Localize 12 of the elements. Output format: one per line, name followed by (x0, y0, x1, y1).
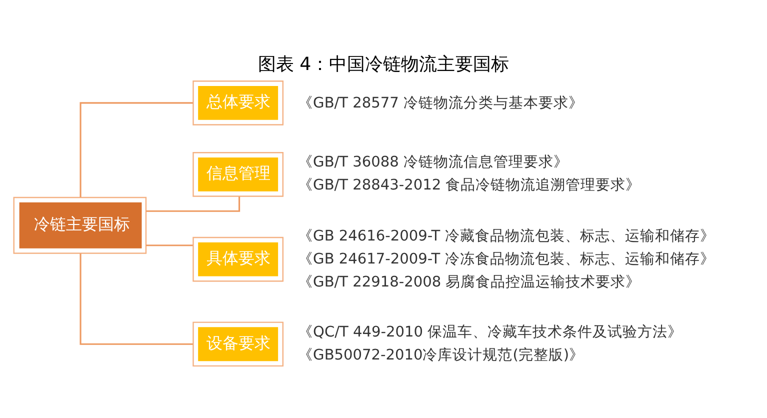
node-label: 《GB/T 22918-2008 易腐食品控温运输技术要求》 (298, 274, 641, 291)
connector (146, 244, 193, 246)
node-label: 《GB/T 28577 冷链物流分类与基本要求》 (298, 95, 584, 112)
diagram-title: 图表 4：中国冷链物流主要国标 (258, 54, 510, 76)
node-label: 《GB 24616-2009-T 冷藏食品物流包装、标志、运输和储存》 (298, 228, 715, 245)
node-label: 《GB/T 28843-2012 食品冷链物流追溯管理要求》 (298, 178, 641, 194)
node-label: 《QC/T 449-2010 保温车、冷藏车技术条件及试验方法》 (298, 324, 683, 340)
connector (80, 102, 193, 198)
node-label: 《GB50072-2010冷库设计规范(完整版)》 (298, 347, 584, 364)
node-label: 《GB/T 36088 冷链物流信息管理要求》 (298, 154, 569, 171)
node-label: 《GB 24617-2009-T 冷冻食品物流包装、标志、运输和储存》 (298, 252, 715, 268)
connector (80, 254, 193, 345)
